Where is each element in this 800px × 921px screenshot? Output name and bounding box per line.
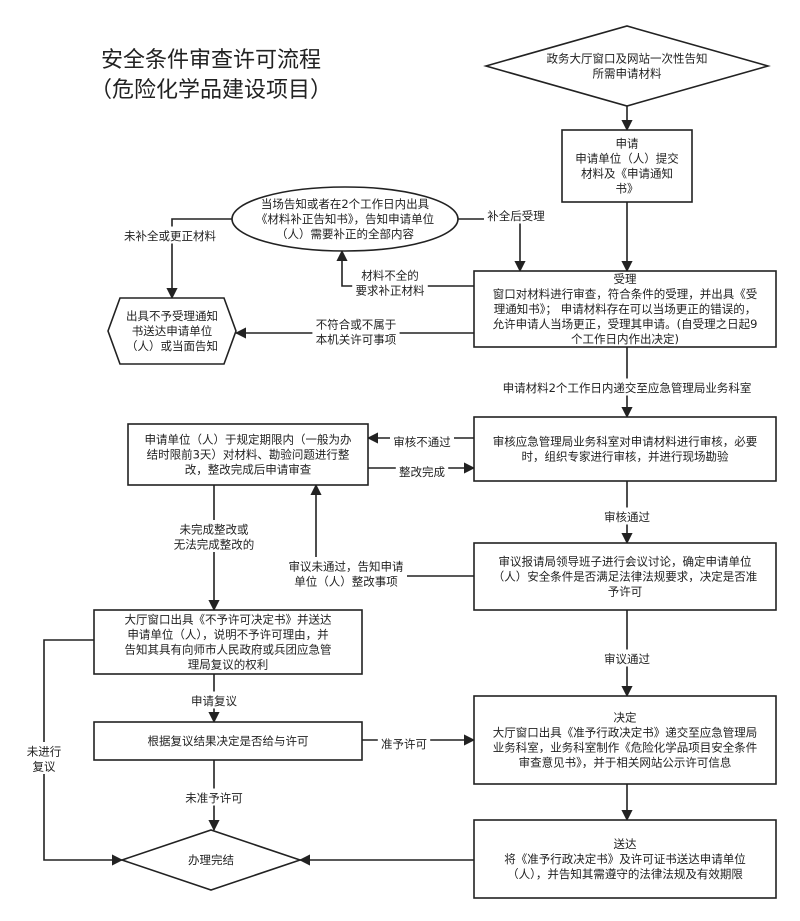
edge-label-bg: [377, 734, 431, 752]
edge-label-supplemented: 补全后受理: [487, 209, 545, 223]
node-deny-text: 大厅窗口出具《不予许可决定书》并送达: [125, 613, 332, 627]
node-reject-notice-text: 出具不予受理通知: [126, 309, 218, 323]
node-decide-text: 审查意见书》，并于相关网站公示许可信息: [519, 756, 732, 770]
node-deliver-text: 将《准予行政决定书》及许可证书送达申请单位: [504, 852, 746, 866]
node-rectify-text: 结时限前3天）对材料、勘验问题进行整: [147, 448, 350, 462]
edge-accept-supplement: [336, 249, 474, 287]
node-apply-text: 申请: [616, 137, 639, 151]
node-accept-shape: [473, 270, 777, 348]
edge-label-bg: [187, 691, 241, 709]
edge-label-rectify-done: 整改完成: [399, 465, 445, 479]
edge-label-bg: [23, 742, 65, 774]
node-deliver-text: 送达: [614, 837, 637, 851]
edge-label-not-corrected: 未补全或更正材料: [124, 229, 216, 243]
node-deliver-shape: [473, 819, 777, 899]
node-apply-text: 材料及《申请通知: [581, 167, 673, 181]
node-meeting-text: 审议报请局领导班子进行会议讨论，确定申请单位: [499, 555, 752, 569]
diagram-title-line2: （危险化学品建设项目）: [90, 78, 333, 103]
node-start-text: 所需申请材料: [593, 67, 662, 81]
node-decide-text: 业务科室，业务科室制作《危险化学品项目安全条件: [493, 741, 758, 755]
node-decide-text: 决定: [614, 711, 637, 725]
node-supplement-text: 《材料补正告知书》，告知申请单位: [256, 212, 434, 226]
node-meeting-text: （人）安全条件是否满足法律法规要求，决定是否准: [493, 570, 758, 584]
edge-label-bg: [496, 378, 758, 396]
edge-label-bg: [285, 557, 407, 589]
edge-label-not-comply: 本机关许可事项: [316, 333, 397, 347]
edge-label-bg: [170, 520, 258, 552]
edge-label-review-fail: 审核不通过: [393, 435, 451, 449]
edge-label-bg: [120, 226, 220, 244]
edge-label-bg: [600, 507, 654, 525]
edge-supplement-reject: [166, 218, 232, 300]
node-reject-notice-text: 书送达申请单位: [132, 324, 213, 338]
node-accept-text: 理通知书》； 申请材料存在可以当场更正的错误的，: [494, 302, 756, 316]
node-deliver-text: （人），并告知其需遵守的法律法规及有效期限: [507, 867, 743, 881]
edge-label-bg: [352, 266, 428, 298]
edge-label-incomplete: 材料不全的: [361, 269, 419, 283]
edge-label-not-granted: 未准予许可: [185, 791, 243, 805]
node-meeting-text: 予许可: [608, 585, 643, 599]
node-recheck-text: 根据复议结果决定是否给与许可: [148, 734, 309, 748]
node-supplement-shape: [231, 186, 459, 252]
node-deny-shape: [93, 609, 363, 675]
edge-label-not-rectified: 无法完成整改的: [174, 538, 255, 552]
node-deny-text: 理局复议的权利: [188, 658, 269, 672]
node-start-text: 政务大厅窗口及网站一次性告知: [547, 52, 708, 66]
node-rectify-text: 改，整改完成后申请审查: [185, 463, 312, 477]
edge-label-no-recheck: 复议: [33, 760, 56, 774]
node-rectify-shape: [127, 423, 369, 486]
node-apply-shape: [561, 129, 693, 203]
edge-label-not-comply: 不符合或不属于: [316, 318, 397, 332]
node-accept-text: 允许申请人当场更正，受理其申请。(自受理之日起9: [493, 317, 758, 331]
edge-label-review-pass: 审核通过: [604, 510, 650, 524]
edge-label-meeting-pass: 审议通过: [604, 652, 650, 666]
node-apply-text: 申请单位（人）提交: [575, 152, 679, 166]
node-accept-text: 窗口对材料进行审查，符合条件的受理，并出具《受: [493, 287, 758, 301]
node-end-text: 办理完结: [188, 853, 234, 867]
edge-label-bg: [390, 432, 454, 450]
node-deny-text: 告知其具有向师市人民政府或兵团应急管: [125, 643, 332, 657]
node-recheck-shape: [93, 721, 363, 761]
edge-label-submit-2days: 申请材料2个工作日内递交至应急管理局业务科室: [503, 381, 752, 395]
edge-label-bg: [312, 315, 400, 347]
edge-label-bg: [395, 462, 449, 480]
node-rectify-text: 申请单位（人）于规定期限内（一般为办: [145, 433, 352, 447]
edge-label-meeting-fail: 单位（人）整改事项: [294, 575, 398, 589]
node-decide-text: 大厅窗口出具《准予行政决定书》递交至应急管理局: [493, 726, 758, 740]
node-end-shape: [119, 829, 303, 891]
edge-supplement-accept: [458, 218, 526, 273]
node-apply-text: 书》: [616, 182, 639, 196]
node-supplement-text: （人）需要补正的全部内容: [276, 227, 414, 241]
edge-label-bg: [182, 788, 246, 806]
node-review-text: 时，组织专家进行审核，并进行现场勘验: [522, 450, 729, 464]
edge-label-incomplete: 要求补正材料: [356, 284, 425, 298]
node-accept-text: 个工作日内作出决定): [571, 332, 679, 346]
edge-label-bg: [600, 649, 654, 667]
diagram-title-line1: 安全条件审查许可流程: [101, 48, 322, 73]
edge-label-apply-recheck: 申请复议: [191, 694, 237, 708]
node-reject-notice-text: （人）或当面告知: [126, 339, 218, 353]
node-deny-text: 申请单位（人），说明不予许可理由，并: [127, 628, 328, 642]
node-start-shape: [483, 25, 771, 107]
node-meeting-shape: [473, 542, 777, 611]
edge-label-bg: [484, 206, 548, 224]
node-supplement-text: 当场告知或者在2个工作日内出具: [261, 197, 430, 211]
edge-label-meeting-fail: 审议未通过，告知申请: [289, 560, 404, 574]
node-reject-notice-shape: [107, 297, 237, 365]
edge-label-no-recheck: 未进行: [27, 745, 62, 759]
edge-label-grant: 准予许可: [381, 737, 427, 751]
node-decide-shape: [473, 695, 777, 785]
node-accept-text: 受理: [614, 272, 637, 286]
node-review-shape: [473, 416, 777, 482]
edge-label-not-rectified: 未完成整改或: [180, 523, 249, 537]
node-review-text: 审核应急管理局业务科室对申请材料进行审核，必要: [493, 435, 758, 449]
